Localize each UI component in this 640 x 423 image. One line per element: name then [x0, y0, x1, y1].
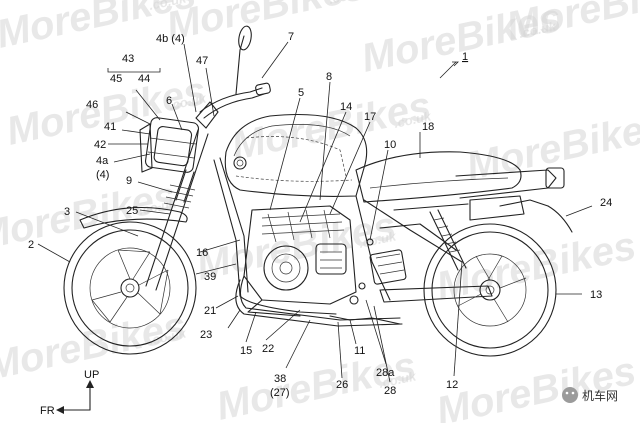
rear-shock-spring: [433, 217, 461, 253]
handlebar: [195, 25, 271, 129]
label-3: 3: [64, 206, 70, 218]
engine: [243, 205, 357, 317]
bracket-43: [107, 68, 161, 73]
label-10: 10: [384, 139, 396, 151]
label-2: 2: [28, 239, 34, 251]
pivot-point: [349, 295, 359, 305]
label-23: 23: [200, 329, 212, 341]
front-fork: [145, 129, 209, 291]
exhaust: [235, 275, 403, 327]
label-18: 18: [422, 121, 434, 133]
swingarm: [379, 285, 493, 303]
orientation-front: FR: [40, 405, 55, 417]
headlight: [139, 117, 200, 173]
leader-lines: [37, 41, 593, 383]
rear-shock: [429, 209, 467, 271]
footpeg: [329, 315, 401, 325]
watermark-text: MoreBikes: [433, 224, 640, 309]
label-16: 16: [196, 247, 208, 259]
orientation-up: UP: [84, 369, 99, 381]
seat: [355, 151, 522, 203]
watermark-text: MoreBikes: [503, 0, 640, 49]
label-4b: 4b (4): [156, 33, 185, 45]
watermark-text: MoreBikes: [433, 349, 640, 423]
label-42: 42: [94, 139, 106, 151]
label-39: 39: [204, 271, 216, 283]
front-wheel: [63, 221, 197, 355]
label-17: 17: [364, 111, 376, 123]
label-12: 12: [446, 379, 458, 391]
label-8: 8: [326, 71, 332, 83]
label-9: 9: [126, 175, 132, 187]
watermark-text: MoreBikes: [163, 0, 370, 49]
label-46: 46: [86, 99, 98, 111]
wechat-icon: [562, 387, 578, 403]
label-25: 25: [126, 205, 138, 217]
label-5: 5: [298, 87, 304, 99]
label-7: 7: [288, 31, 294, 43]
front-fender: [79, 206, 188, 229]
label-4a: 4a: [96, 155, 109, 167]
label-24: 24: [600, 197, 612, 209]
rear-rack: [455, 167, 573, 233]
airbox-detail: [375, 253, 405, 275]
airbox: [369, 249, 407, 285]
orientation-axes: UP FR: [40, 369, 99, 417]
label-6: 6: [166, 95, 172, 107]
label-38: 38: [274, 373, 286, 385]
label-44: 44: [138, 73, 150, 85]
pivot-point: [358, 282, 366, 290]
label-1: 1: [462, 51, 468, 63]
label-13: 13: [590, 289, 602, 301]
label-21: 21: [204, 305, 216, 317]
watermark-text: MoreBikes: [463, 104, 640, 189]
label-45: 45: [110, 73, 122, 85]
logo-text: 机车网: [582, 388, 618, 403]
label-41: 41: [104, 121, 116, 133]
label-28: 28: [384, 385, 396, 397]
motorcycle-drawing: [63, 25, 573, 357]
label-22: 22: [262, 343, 274, 355]
label-47: 47: [196, 55, 208, 67]
label-4a-paren: (4): [96, 169, 109, 181]
label-28a: 28a: [376, 367, 395, 379]
rear-wheel: [423, 223, 557, 357]
label-43: 43: [122, 53, 134, 65]
label-27: (27): [270, 387, 290, 399]
label-14: 14: [340, 101, 352, 113]
label-26: 26: [336, 379, 348, 391]
fuel-tank: [224, 114, 368, 197]
label-15: 15: [240, 345, 252, 357]
reference-labels: 1 2 3 4b (4) 43 45 44 47 7 46 6 41 42 4a…: [28, 31, 612, 399]
label-11: 11: [354, 345, 365, 357]
corner-logo: 机车网: [562, 387, 618, 403]
